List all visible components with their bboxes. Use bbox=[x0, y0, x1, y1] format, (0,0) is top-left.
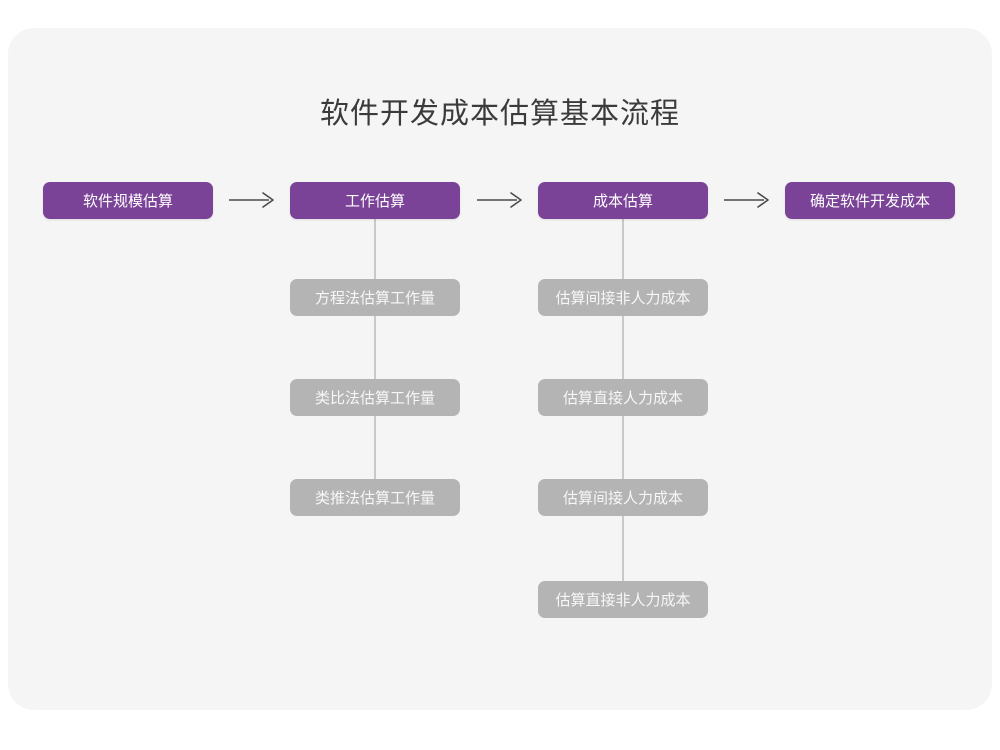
sub-node-equation-method-workload[interactable]: 方程法估算工作量 bbox=[290, 279, 460, 316]
flow-step-work-estimation[interactable]: 工作估算 bbox=[290, 182, 460, 219]
flow-step-software-scale-estimation[interactable]: 软件规模估算 bbox=[43, 182, 213, 219]
connector-line-work-estimation bbox=[374, 219, 376, 516]
flow-step-cost-estimation[interactable]: 成本估算 bbox=[538, 182, 708, 219]
sub-node-analogy-method-workload[interactable]: 类比法估算工作量 bbox=[290, 379, 460, 416]
sub-node-direct-non-labor-cost[interactable]: 估算直接非人力成本 bbox=[538, 581, 708, 618]
arrow-right-icon-1 bbox=[225, 189, 280, 211]
arrow-right-icon-2 bbox=[473, 189, 528, 211]
sub-node-indirect-non-labor-cost[interactable]: 估算间接非人力成本 bbox=[538, 279, 708, 316]
arrow-right-icon-3 bbox=[720, 189, 775, 211]
sub-node-indirect-labor-cost[interactable]: 估算间接人力成本 bbox=[538, 479, 708, 516]
sub-node-direct-labor-cost[interactable]: 估算直接人力成本 bbox=[538, 379, 708, 416]
page-title: 软件开发成本估算基本流程 bbox=[319, 96, 680, 130]
connector-line-cost-estimation bbox=[622, 219, 624, 618]
flow-step-determine-development-cost[interactable]: 确定软件开发成本 bbox=[785, 182, 955, 219]
content-card bbox=[8, 28, 992, 710]
sub-node-analogue-method-workload[interactable]: 类推法估算工作量 bbox=[290, 479, 460, 516]
